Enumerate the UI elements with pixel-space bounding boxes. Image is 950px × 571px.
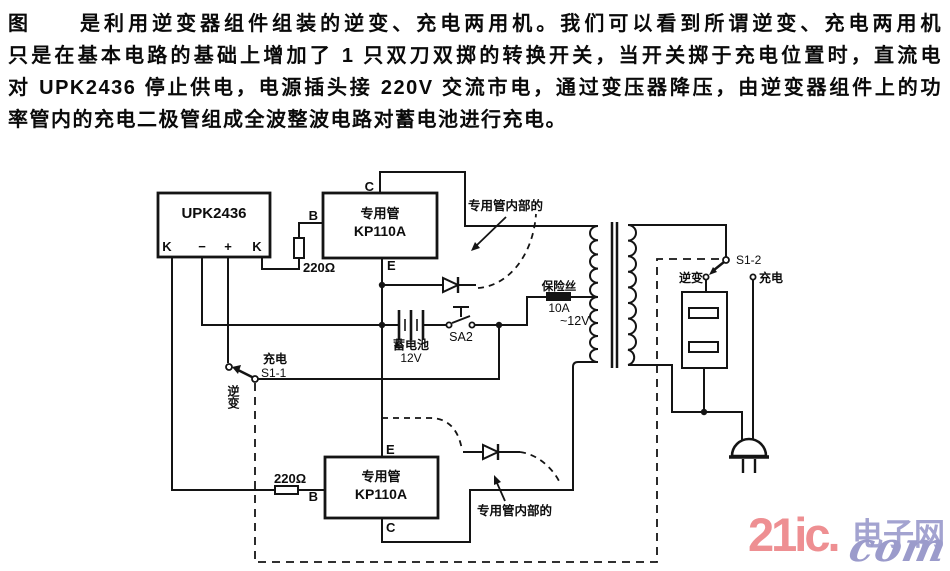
junction-dots [378, 281, 708, 416]
diode-bottom-icon [482, 443, 501, 461]
s1-2-name: S1-2 [736, 253, 762, 267]
tube-bottom-name: 专用管 [361, 469, 400, 484]
annotation-arrows [471, 216, 507, 502]
wire [628, 364, 743, 443]
circuit-diagram: UPK2436 K − + K 专用管 KP110A C B E 220Ω 专用… [0, 160, 950, 565]
socket [681, 291, 728, 369]
tube-case-arc [477, 213, 537, 289]
tube-top-box [321, 191, 439, 260]
tube-top-c: C [365, 179, 375, 194]
resistor-bottom [274, 485, 299, 495]
description-line: 图 是利用逆变器组件组装的逆变、充电两用机。我们可以看到所谓逆变、充电两用机 [8, 13, 942, 35]
switch-sa2 [445, 306, 476, 329]
secondary-winding [627, 224, 637, 366]
watermark: 21ic. 电子网 com [746, 506, 950, 571]
wire [381, 361, 598, 543]
switch-s1-1 [225, 363, 259, 383]
tube-top-model: KP110A [354, 223, 406, 239]
upk2436-label: UPK2436 [181, 205, 246, 222]
wire [379, 171, 598, 227]
s1-2-charge-label: 充电 [759, 270, 783, 285]
battery-voltage: 12V [400, 351, 421, 365]
wire [499, 296, 598, 326]
resistor-top-label: 220Ω [303, 260, 335, 275]
wire-battery-rail [201, 257, 499, 326]
upk2436-module-box [156, 191, 272, 259]
wire [261, 222, 323, 270]
s1-1-name: S1-1 [261, 366, 287, 380]
watermark-brand: 21ic. [748, 508, 841, 561]
wires [171, 171, 754, 543]
secondary-voltage: ~12V [560, 314, 590, 328]
terminal-k-left: K [162, 239, 172, 254]
fuse-rating: 10A [548, 301, 569, 315]
transformer [589, 222, 637, 368]
resistor-bottom-label: 220Ω [274, 471, 306, 486]
sa2-label: SA2 [449, 330, 473, 344]
primary-winding [589, 225, 599, 363]
tube-top-name: 专用管 [360, 206, 399, 221]
description-line: 对 UPK2436 停止供电，电源插头接 220V 交流市电，通过变压器降压，由… [8, 77, 942, 99]
description-line: 率管内的充电二极管组成全波整波电路对蓄电池进行充电。 [8, 109, 567, 131]
wire [171, 257, 275, 491]
battery-label: 蓄电池 [393, 337, 429, 352]
terminal-k-right: K [252, 239, 262, 254]
module-boundary [254, 213, 722, 563]
figure-description: 图 是利用逆变器组件组装的逆变、充电两用机。我们可以看到所谓逆变、充电两用机 只… [8, 8, 942, 136]
tube-bottom-c: C [386, 520, 396, 535]
wire [258, 325, 500, 380]
fuse-symbol [546, 292, 571, 301]
switch-s1-2 [702, 256, 757, 281]
diode-top-icon [442, 276, 461, 294]
fuse-label: 保险丝 [541, 279, 577, 293]
wire [703, 280, 707, 412]
tube-case-arc [382, 417, 463, 451]
tube-bottom-model: KP110A [355, 486, 407, 502]
internal-diode-note-top: 专用管内部的 [468, 198, 543, 213]
tube-case-arc [519, 451, 560, 482]
watermark-suffix-en: com [845, 524, 950, 571]
wire [628, 224, 727, 257]
tube-top-b: B [309, 208, 318, 223]
internal-diode-note-bottom: 专用管内部的 [477, 503, 552, 518]
description-line: 只是在基本电路的基础上增加了 1 只双刀双掷的转换开关，当开关掷于充电位置时，直… [8, 45, 942, 67]
tube-bottom-e: E [386, 442, 395, 457]
s1-2-invert-label: 逆变 [679, 270, 703, 285]
inverter-module-dashed-outline [254, 258, 722, 563]
tube-bottom-box [323, 455, 440, 520]
watermark-suffix-cn: 电子网 [852, 517, 945, 552]
tube-top-e: E [387, 258, 396, 273]
battery-symbol [397, 310, 425, 340]
terminal-plus: + [224, 239, 232, 254]
tube-bottom-b: B [309, 489, 318, 504]
resistor-top [293, 237, 305, 259]
s1-1-invert-label: 逆变 [226, 384, 240, 410]
terminal-minus: − [198, 239, 206, 254]
plug [729, 437, 769, 473]
s1-1-charge-label: 充电 [263, 351, 287, 366]
